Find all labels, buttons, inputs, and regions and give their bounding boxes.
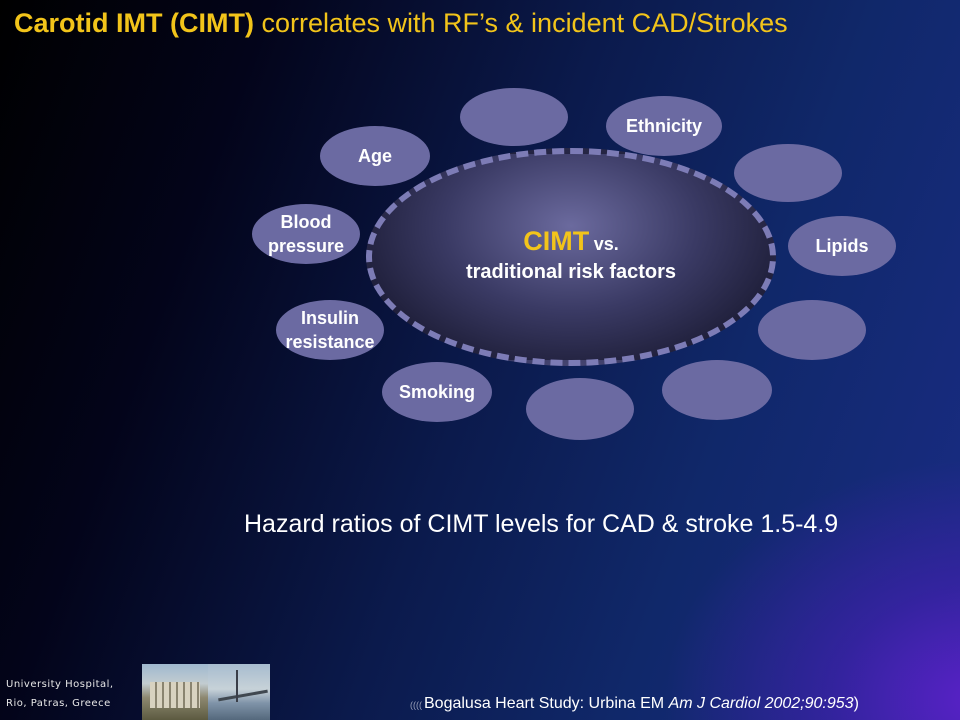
citation-suffix: ) — [853, 695, 859, 712]
institution-label: University Hospital, Rio, Patras, Greece — [6, 675, 114, 713]
satellite-empty-bottom — [526, 378, 634, 440]
center-vs-label: vs. — [593, 234, 619, 254]
institution-photos — [142, 664, 270, 720]
citation-study: Bogalusa Heart Study: Urbina EM — [424, 695, 669, 712]
satellite-smoking: Smoking — [382, 362, 492, 422]
citation-prefix: (((( — [410, 700, 422, 710]
satellite-age: Age — [320, 126, 430, 186]
title-highlight: Carotid IMT (CIMT) — [14, 8, 254, 38]
satellite-ethnicity: Ethnicity — [606, 96, 722, 156]
hospital-photo — [142, 664, 208, 720]
satellite-empty-upper-right — [734, 144, 842, 202]
institution-line-1: University Hospital, — [6, 679, 114, 690]
center-label: CIMT vs. traditional risk factors — [366, 226, 776, 284]
center-sub-label: traditional risk factors — [465, 261, 677, 283]
title-rest: correlates with RF’s & incident CAD/Stro… — [253, 8, 788, 38]
citation-journal: Am J Cardiol 2002;90:953 — [668, 695, 854, 712]
satellite-empty-lower-right — [662, 360, 772, 420]
citation: ((((Bogalusa Heart Study: Urbina EM Am J… — [410, 695, 859, 713]
slide-title: Carotid IMT (CIMT) correlates with RF’s … — [14, 8, 788, 39]
center-main-label: CIMT — [523, 226, 590, 256]
hazard-ratio-text: Hazard ratios of CIMT levels for CAD & s… — [244, 510, 839, 538]
bridge-photo — [208, 664, 270, 720]
satellite-lipids: Lipids — [788, 216, 896, 276]
satellite-empty-top — [460, 88, 568, 146]
satellite-empty-right — [758, 300, 866, 360]
center-ellipse — [366, 148, 776, 366]
institution-line-2: Rio, Patras, Greece — [6, 698, 111, 709]
